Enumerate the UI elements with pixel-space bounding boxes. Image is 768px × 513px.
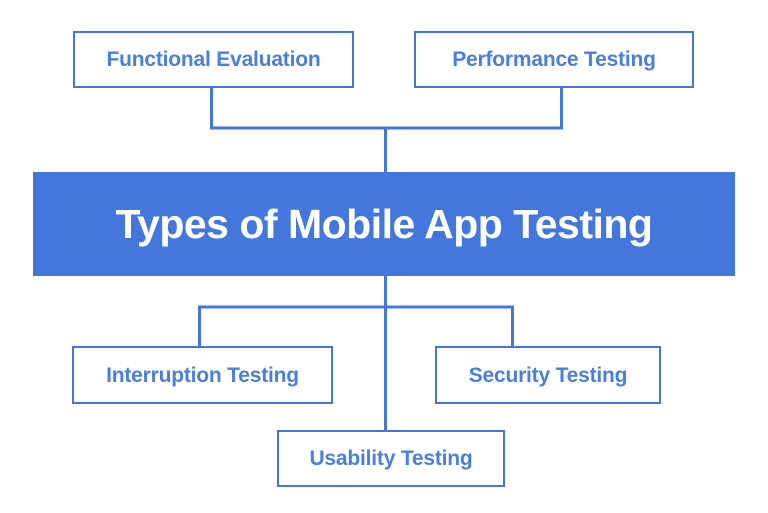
node-center-banner[interactable]: Types of Mobile App Testing [33, 172, 735, 276]
node-usability-testing[interactable]: Usability Testing [277, 430, 505, 487]
node-security-testing-label: Security Testing [468, 363, 628, 387]
node-performance-testing-label: Performance Testing [452, 48, 656, 71]
node-interruption-testing-label: Interruption Testing [106, 363, 299, 387]
center-banner-label: Types of Mobile App Testing [115, 200, 653, 247]
node-performance-testing[interactable]: Performance Testing [414, 31, 694, 88]
node-interruption-testing[interactable]: Interruption Testing [72, 346, 333, 404]
node-security-testing[interactable]: Security Testing [435, 346, 661, 404]
node-usability-testing-label: Usability Testing [309, 447, 473, 470]
node-functional-evaluation-label: Functional Evaluation [106, 48, 321, 71]
node-functional-evaluation[interactable]: Functional Evaluation [73, 31, 354, 88]
